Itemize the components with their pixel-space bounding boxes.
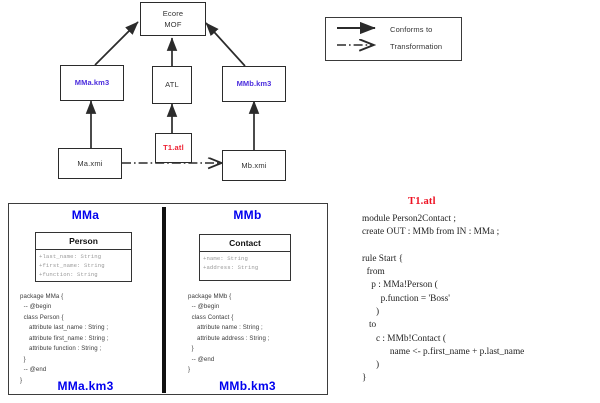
- mma-km3-code[interactable]: package MMa { -- @begin class Person { a…: [20, 293, 109, 384]
- metamodel-panel: MMa Person +last_name: String +first_nam…: [8, 203, 328, 395]
- mmb-km3-footer: MMb.km3: [219, 379, 276, 393]
- attribute-function: +function: String: [39, 271, 98, 279]
- uml-class-contact[interactable]: Contact +name: String +address: String: [199, 234, 291, 281]
- atl-title: T1.atl: [408, 196, 436, 207]
- arrow-mmb-km3-to-ecore: [205, 22, 246, 67]
- uml-class-person-name: Person: [36, 233, 131, 250]
- node-mmb-km3[interactable]: MMb.km3: [222, 66, 286, 102]
- uml-class-person[interactable]: Person +last_name: String +first_name: S…: [35, 232, 132, 282]
- mma-km3-footer: MMa.km3: [57, 379, 114, 393]
- attribute-address: +address: String: [203, 264, 259, 272]
- panel-divider: [162, 207, 166, 393]
- node-ecore-label-line1: Ecore: [162, 8, 184, 18]
- attribute-last-name: +last_name: String: [39, 253, 102, 260]
- mmb-title: MMb: [233, 208, 262, 222]
- node-mma-km3[interactable]: MMa.km3: [60, 65, 124, 101]
- mmb-km3-code[interactable]: package MMb { -- @begin class Contact { …: [188, 293, 270, 374]
- node-mb-xmi[interactable]: Mb.xmi: [222, 150, 286, 181]
- attribute-name: +name: String: [203, 255, 248, 262]
- metamodel-column-mma: MMa Person +last_name: String +first_nam…: [9, 204, 162, 394]
- node-ma-xmi[interactable]: Ma.xmi: [58, 148, 122, 179]
- uml-class-person-attributes: +last_name: String +first_name: String +…: [36, 250, 131, 281]
- uml-class-contact-attributes: +name: String +address: String: [200, 252, 290, 274]
- node-t1-atl[interactable]: T1.atl: [155, 133, 192, 163]
- metamodel-column-mmb: MMb Contact +name: String +address: Stri…: [166, 204, 329, 394]
- atl-code[interactable]: module Person2Contact ; create OUT : MMb…: [362, 214, 525, 384]
- mma-title: MMa: [71, 208, 100, 222]
- legend-box: Conforms to Transformation: [325, 17, 462, 61]
- node-ecore-mof[interactable]: Ecore MOF: [140, 2, 206, 36]
- arrow-mma-km3-to-ecore: [94, 21, 139, 66]
- node-atl[interactable]: ATL: [152, 66, 192, 104]
- atl-transformation-panel: T1.atl module Person2Contact ; create OU…: [362, 196, 598, 396]
- uml-class-contact-name: Contact: [200, 235, 290, 252]
- legend-label-conforms-to: Conforms to: [390, 25, 433, 34]
- legend-label-transformation: Transformation: [390, 42, 443, 51]
- node-ecore-label-line2: MOF: [164, 20, 182, 29]
- attribute-first-name: +first_name: String: [39, 262, 105, 270]
